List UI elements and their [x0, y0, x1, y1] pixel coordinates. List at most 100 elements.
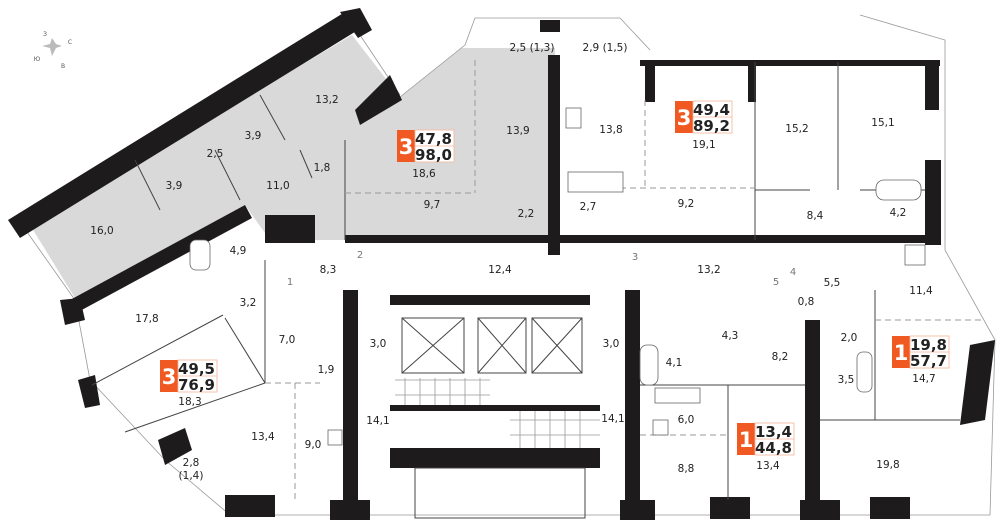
- room-area: 15,2: [785, 123, 808, 135]
- room-area: 14,1: [601, 413, 624, 425]
- room-area: 3,9: [245, 130, 262, 142]
- room-area: 9,2: [678, 198, 695, 210]
- door-numbers: 1 2 3 4 5: [287, 250, 796, 288]
- total-area: 98,0: [415, 146, 452, 164]
- apartment-badge[interactable]: 3 47,8 98,0: [397, 129, 455, 164]
- total-area: 76,9: [178, 376, 215, 394]
- bathtub-icon: [875, 179, 922, 201]
- apartment-badge[interactable]: 3 49,4 89,2: [675, 100, 733, 135]
- room-area: 18,6: [412, 168, 436, 180]
- room-area: 2,2: [518, 208, 535, 220]
- svg-text:4: 4: [790, 267, 796, 278]
- room-area: 0,8: [798, 296, 815, 308]
- room-area: 2,8: [183, 457, 200, 469]
- fixtures: [189, 107, 926, 446]
- room-area: 14,7: [912, 373, 935, 385]
- apartment-badge[interactable]: 3 49,5 76,9: [160, 359, 218, 394]
- stove-icon: [904, 244, 926, 266]
- living-area: 49,4: [693, 101, 730, 119]
- svg-text:1: 1: [287, 277, 293, 288]
- kitchen-counter-icon: [567, 171, 624, 193]
- room-area: 9,7: [424, 199, 441, 211]
- room-area: 17,8: [135, 313, 158, 325]
- room-area: 7,0: [279, 334, 296, 346]
- room-area: 3,5: [838, 374, 855, 386]
- room-area: 19,8: [876, 459, 899, 471]
- room-area: 11,0: [266, 180, 289, 192]
- living-area: 13,4: [755, 423, 792, 441]
- room-area: 13,4: [251, 431, 275, 443]
- svg-text:З: З: [43, 31, 47, 38]
- total-area: 89,2: [693, 117, 730, 135]
- living-area: 47,8: [415, 130, 452, 148]
- room-area: 3,9: [166, 180, 183, 192]
- room-area: 2,5: [207, 148, 224, 160]
- room-area: 13,2: [315, 94, 338, 106]
- bathtub-icon: [639, 344, 659, 386]
- rooms-count: 1: [739, 428, 754, 452]
- room-area: 2,5 (1,3): [510, 42, 555, 54]
- room-area: 1,9: [318, 364, 335, 376]
- compass-star-icon: [42, 38, 62, 56]
- room-area: 13,8: [599, 124, 622, 136]
- room-area: 4,2: [890, 207, 907, 219]
- room-area: 5,5: [824, 277, 841, 289]
- bathtub-icon: [856, 351, 873, 393]
- room-area: 3,0: [370, 338, 387, 350]
- svg-text:5: 5: [773, 277, 779, 288]
- room-area: 12,4: [488, 264, 512, 276]
- room-area: 8,2: [772, 351, 789, 363]
- svg-text:В: В: [61, 63, 65, 70]
- total-area: 57,7: [910, 352, 947, 370]
- svg-text:2: 2: [357, 250, 363, 261]
- svg-text:3: 3: [632, 252, 638, 263]
- room-area: 1,8: [314, 162, 331, 174]
- bathtub-icon: [189, 239, 211, 271]
- stove-icon: [565, 107, 582, 129]
- room-area: 8,3: [320, 264, 337, 276]
- selected-apartment-area[interactable]: [30, 35, 555, 298]
- staircase: [395, 378, 600, 519]
- compass: З С Ю В: [34, 31, 72, 70]
- svg-text:С: С: [68, 39, 72, 46]
- room-area: 4,3: [722, 330, 739, 342]
- room-area: 19,1: [692, 139, 715, 151]
- walls: [8, 8, 995, 520]
- total-area: 44,8: [755, 439, 792, 457]
- living-area: 19,8: [910, 336, 947, 354]
- room-area: 4,1: [666, 357, 683, 369]
- room-area: (1,4): [179, 470, 204, 482]
- room-area: 2,7: [580, 201, 597, 213]
- lift-shafts: [401, 317, 583, 374]
- room-area: 3,2: [240, 297, 257, 309]
- kitchen-counter-icon: [654, 387, 701, 404]
- room-area: 13,9: [506, 125, 529, 137]
- room-area: 11,4: [909, 285, 933, 297]
- rooms-count: 3: [677, 106, 692, 130]
- room-area: 18,3: [178, 396, 201, 408]
- partitions: [91, 60, 985, 500]
- rooms-count: 3: [399, 135, 414, 159]
- rooms-count: 1: [894, 341, 909, 365]
- apartment-badge[interactable]: 1 19,8 57,7: [892, 335, 950, 370]
- living-area: 49,5: [178, 360, 215, 378]
- stove-icon: [327, 429, 343, 446]
- room-area: 14,1: [366, 415, 389, 427]
- room-labels: 13,2 3,9 2,5 3,9 11,0 1,8 16,0 18,6 9,7 …: [90, 42, 935, 482]
- room-area: 6,0: [678, 414, 695, 426]
- stove-icon: [652, 419, 669, 436]
- room-area: 15,1: [871, 117, 894, 129]
- room-area: 2,0: [841, 332, 858, 344]
- room-area: 13,2: [697, 264, 720, 276]
- apartment-badge[interactable]: 1 13,4 44,8: [737, 422, 795, 457]
- room-area: 9,0: [305, 439, 322, 451]
- room-area: 13,4: [756, 460, 780, 472]
- rooms-count: 3: [162, 365, 177, 389]
- svg-text:Ю: Ю: [34, 56, 41, 63]
- room-area: 8,8: [678, 463, 695, 475]
- room-area: 3,0: [603, 338, 620, 350]
- room-area: 8,4: [807, 210, 824, 222]
- room-area: 16,0: [90, 225, 113, 237]
- room-area: 4,9: [230, 245, 247, 257]
